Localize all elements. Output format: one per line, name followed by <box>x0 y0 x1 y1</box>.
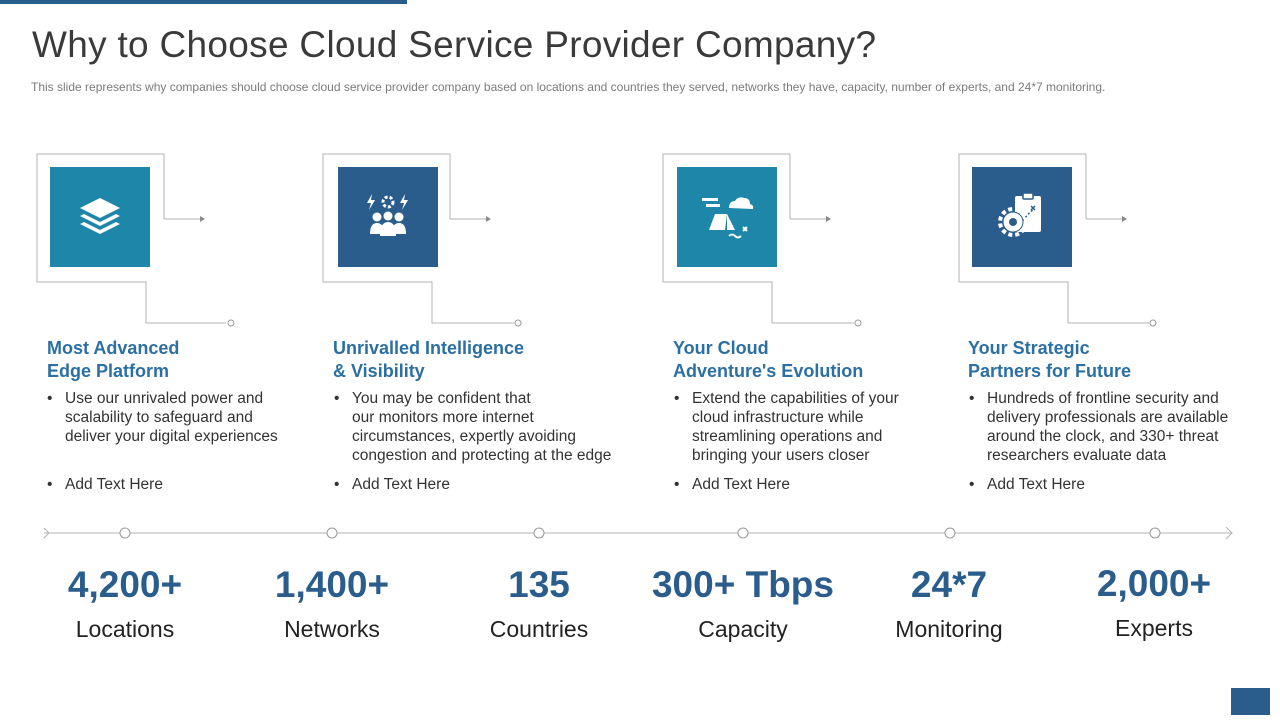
stat-label: Countries <box>489 616 589 642</box>
stat-value: 300+ Tbps <box>651 564 834 605</box>
stat-locations: 4,200+ Locations <box>15 563 235 643</box>
stat-label: Monitoring <box>895 616 1003 642</box>
stat-value: 135 <box>508 564 570 605</box>
team-gears-icon <box>338 167 438 267</box>
stat-countries: 135 Countries <box>429 563 649 643</box>
stacked-layers-icon <box>50 167 150 267</box>
bullet-item: Hundreds of frontline security anddelive… <box>968 389 1258 465</box>
slide-title: Why to Choose Cloud Service Provider Com… <box>32 24 877 65</box>
feature-bullets-strategic-partners: Hundreds of frontline security anddelive… <box>968 389 1258 494</box>
stat-label: Experts <box>1115 615 1193 641</box>
strategy-clipboard-icon <box>972 167 1072 267</box>
bullet-item: Add Text Here <box>333 475 633 494</box>
stat-label: Capacity <box>698 616 788 642</box>
cloud-adventure-icon <box>677 167 777 267</box>
stat-label: Networks <box>284 616 380 642</box>
bullet-item: Add Text Here <box>46 475 316 494</box>
bullet-item: Add Text Here <box>968 475 1258 494</box>
corner-accent-box <box>1231 688 1270 715</box>
slide-subtitle: This slide represents why companies shou… <box>31 80 1106 94</box>
stat-value: 4,200+ <box>67 564 183 605</box>
stat-label: Locations <box>75 616 175 642</box>
stat-networks: 1,400+ Networks <box>222 563 442 643</box>
bullet-item: Add Text Here <box>673 475 943 494</box>
stat-value: 1,400+ <box>274 564 390 605</box>
stat-value: 24*7 <box>910 564 988 605</box>
feature-title-intelligence: Unrivalled Intelligence& Visibility <box>333 338 525 381</box>
stat-value: 2,000+ <box>1096 563 1212 604</box>
stat-experts: 2,000+ Experts <box>1044 562 1264 642</box>
stat-capacity: 300+ Tbps Capacity <box>633 563 853 643</box>
top-accent-bar <box>0 0 407 4</box>
stat-monitoring: 24*7 Monitoring <box>839 563 1059 643</box>
